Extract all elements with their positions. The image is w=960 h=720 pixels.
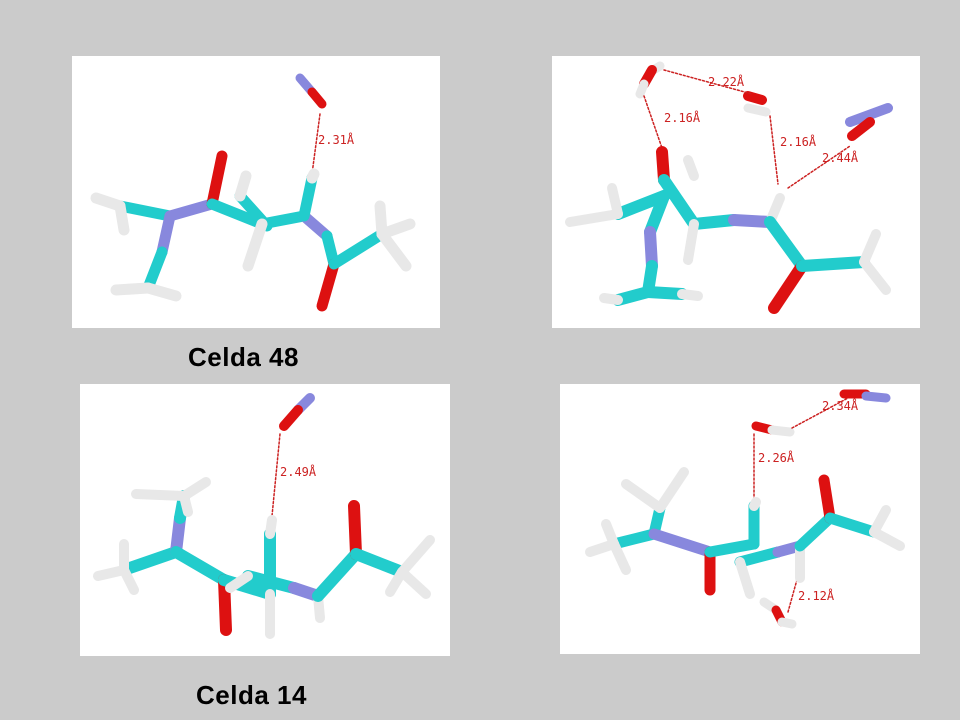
molecule-panel-top-right: 2.22Å 2.16Å 2.16Å 2.44Å [552,56,920,328]
bond-h [655,467,689,513]
distance-label: 2.12Å [798,588,835,603]
bond-h [859,257,891,295]
hbond-line [643,95,663,149]
bond-h [385,567,407,597]
bond-o [743,91,767,105]
bond-c [824,512,880,538]
bond-h [397,567,431,599]
bond-h [242,218,268,272]
distance-label: 2.16Å [780,134,817,149]
bond-c [206,198,268,230]
bond-c [298,172,318,222]
bond-o [279,405,303,431]
bond-o [847,117,875,141]
distance-label: 2.16Å [664,110,701,125]
bond-c [350,548,408,578]
bond-c [796,256,870,272]
bond-h [677,289,703,301]
bond-h [683,155,699,181]
bond-c [764,216,808,272]
molecule-panel-bottom-left: 2.49Å [80,384,450,656]
bond-c [328,228,388,270]
hbond-line [787,145,851,189]
bond-c [312,548,362,602]
caption-celda-48: Celda 48 [188,342,299,372]
hbond-line [271,433,281,517]
distance-label: 2.34Å [822,398,859,413]
molecule-panel-bottom-right: 2.34Å 2.26Å 2.12Å [560,384,920,654]
bond-h [265,515,277,539]
bond-n [845,103,893,127]
bond-o [307,87,327,109]
bond-c [644,190,670,238]
bond-c [658,174,700,230]
hbond-line [791,397,849,429]
bond-h [599,293,623,305]
bond-h [609,539,631,575]
bond-h [565,209,623,227]
bond-c [256,210,310,230]
bond-h [743,103,771,117]
molecule-render: 2.49Å [93,393,435,639]
distance-label: 2.26Å [758,450,795,465]
bond-o [218,574,232,636]
bond-h [683,219,699,265]
hbond-line [769,115,779,185]
distance-label: 2.49Å [280,464,317,479]
distance-label: 2.31Å [318,132,355,147]
bond-h [749,497,761,511]
bond-c [794,512,836,552]
bond-c [170,546,230,586]
bond-n [648,528,716,558]
bond-h [306,168,320,184]
bond-h [142,282,182,302]
bond-o [768,260,808,314]
bond-h [376,228,412,272]
bond-c [734,546,784,568]
bond-c [118,546,182,576]
molecule-panel-top-left: 2.31Å [72,56,440,328]
bond-h [119,565,139,595]
molecule-render: 2.22Å 2.16Å 2.16Å 2.44Å [565,61,893,314]
bond-o [818,474,836,524]
bond-h [131,489,189,501]
distance-label: 2.44Å [822,150,859,165]
bond-h [635,79,649,99]
hbond-line [311,113,321,175]
bond-h [376,218,416,240]
bond-h [114,200,130,236]
bond-n [156,210,176,258]
bond-o [206,150,228,210]
bond-h [225,571,253,593]
bond-c [704,538,760,558]
hbond-line [787,575,799,613]
bond-c [642,286,688,300]
bond-c [612,190,670,220]
molecule-render: 2.34Å 2.26Å 2.12Å [585,389,905,629]
bond-h [607,183,623,219]
bond-h [179,491,193,517]
bond-h [869,527,905,551]
bond-h [767,425,795,437]
bond-n [861,391,891,403]
bond-h [234,170,252,202]
bond-h [777,617,797,629]
bond-n [164,198,218,222]
bond-o [316,258,340,312]
bond-c [688,214,740,230]
bond-o [348,500,362,560]
bond-h [397,535,435,577]
bond-c [142,246,168,294]
hbond-line [663,69,753,95]
bond-h [735,557,755,599]
distance-label: 2.22Å [708,74,745,89]
bond-n [728,214,776,228]
bond-c [608,528,660,550]
bond-h [859,229,881,267]
bond-c [114,200,176,222]
caption-celda-14: Celda 14 [196,680,307,710]
molecule-render: 2.31Å [90,73,416,312]
bond-h [621,479,665,513]
